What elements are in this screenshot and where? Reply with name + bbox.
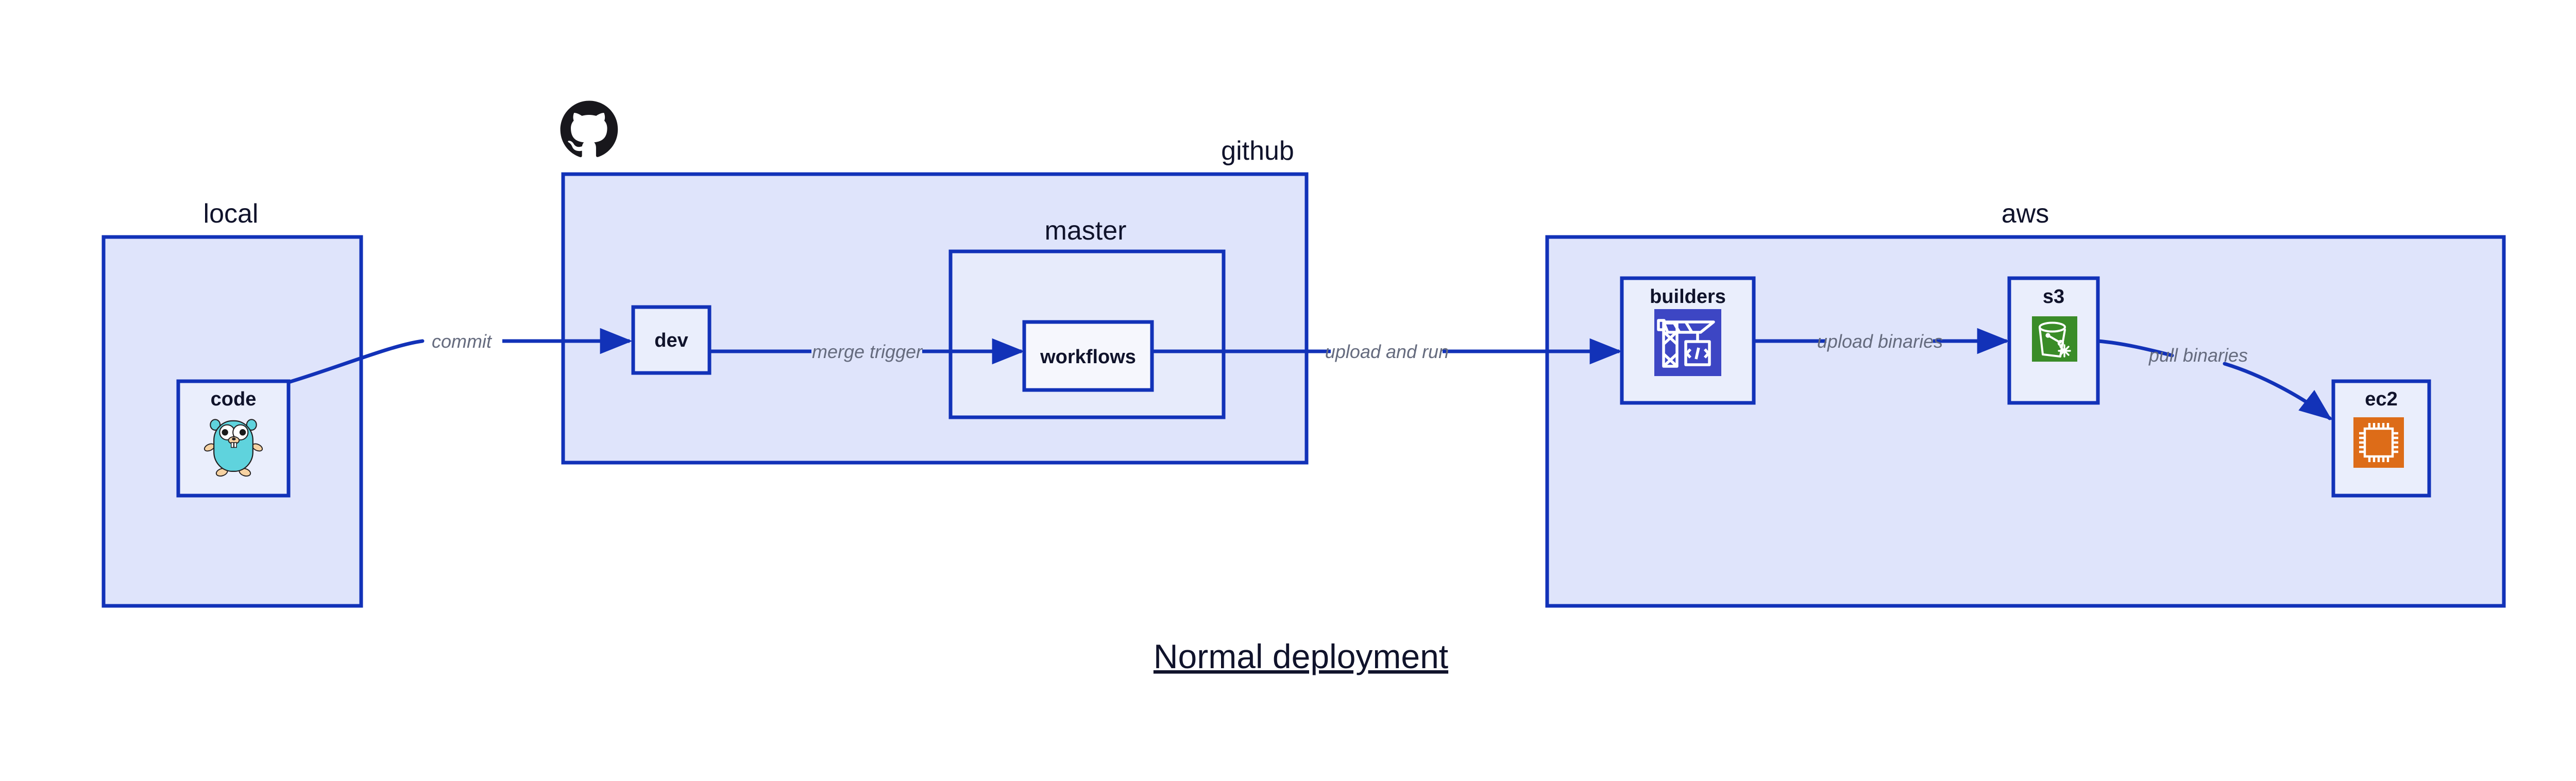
edge-label-merge-trigger: merge trigger xyxy=(812,341,923,362)
node-label-s3: s3 xyxy=(2043,286,2064,308)
edge-upload-and-run: upload and run xyxy=(1152,338,1622,365)
node-builders[interactable]: builders xyxy=(1620,276,1756,405)
group-label-master: master xyxy=(1045,216,1127,246)
edge-path-pullbin-b xyxy=(2223,362,2332,420)
subgroup-master: master workflows xyxy=(948,216,1226,419)
node-s3[interactable]: s3 xyxy=(2007,276,2100,405)
group-label-local: local xyxy=(204,199,259,229)
edge-pull-binaries: pull binaries xyxy=(2096,339,2332,420)
node-ec2[interactable]: ec2 xyxy=(2331,379,2431,498)
aws-ec2-chip-icon xyxy=(2353,417,2404,468)
group-local: local code xyxy=(101,199,363,608)
edge-label-pull-binaries: pull binaries xyxy=(2148,345,2248,366)
edge-label-upload-and-run: upload and run xyxy=(1325,341,1449,362)
diagram-title: Normal deployment xyxy=(1154,637,1448,675)
node-label-dev: dev xyxy=(654,330,688,351)
github-octocat-logo xyxy=(560,100,618,158)
node-code[interactable]: code xyxy=(176,379,291,498)
edge-label-commit: commit xyxy=(432,331,493,352)
aws-s3-bucket-icon xyxy=(2032,316,2077,362)
node-box-dev[interactable] xyxy=(631,305,711,375)
edge-label-upload-binaries: upload binaries xyxy=(1817,331,1943,352)
edge-merge-trigger: merge trigger xyxy=(709,338,1025,365)
node-dev[interactable]: dev xyxy=(631,305,711,375)
go-gopher-icon xyxy=(204,419,263,477)
edge-path-pullbin-a xyxy=(2096,339,2174,358)
edge-path-commit-a xyxy=(286,339,425,384)
node-label-workflows: workflows xyxy=(1040,346,1136,368)
node-label-ec2: ec2 xyxy=(2365,388,2397,410)
node-label-builders: builders xyxy=(1650,286,1726,308)
group-label-github: github xyxy=(1221,136,1294,166)
group-label-aws: aws xyxy=(2002,199,2049,229)
group-github: github dev master workflows xyxy=(560,100,1309,465)
edge-upload-binaries: upload binaries xyxy=(1754,328,2010,354)
edge-commit: commit xyxy=(286,328,633,384)
aws-codebuild-icon xyxy=(1654,309,1721,376)
group-aws: aws builders xyxy=(1545,199,2506,608)
node-label-code: code xyxy=(211,388,257,410)
node-workflows[interactable]: workflows xyxy=(1022,320,1154,392)
